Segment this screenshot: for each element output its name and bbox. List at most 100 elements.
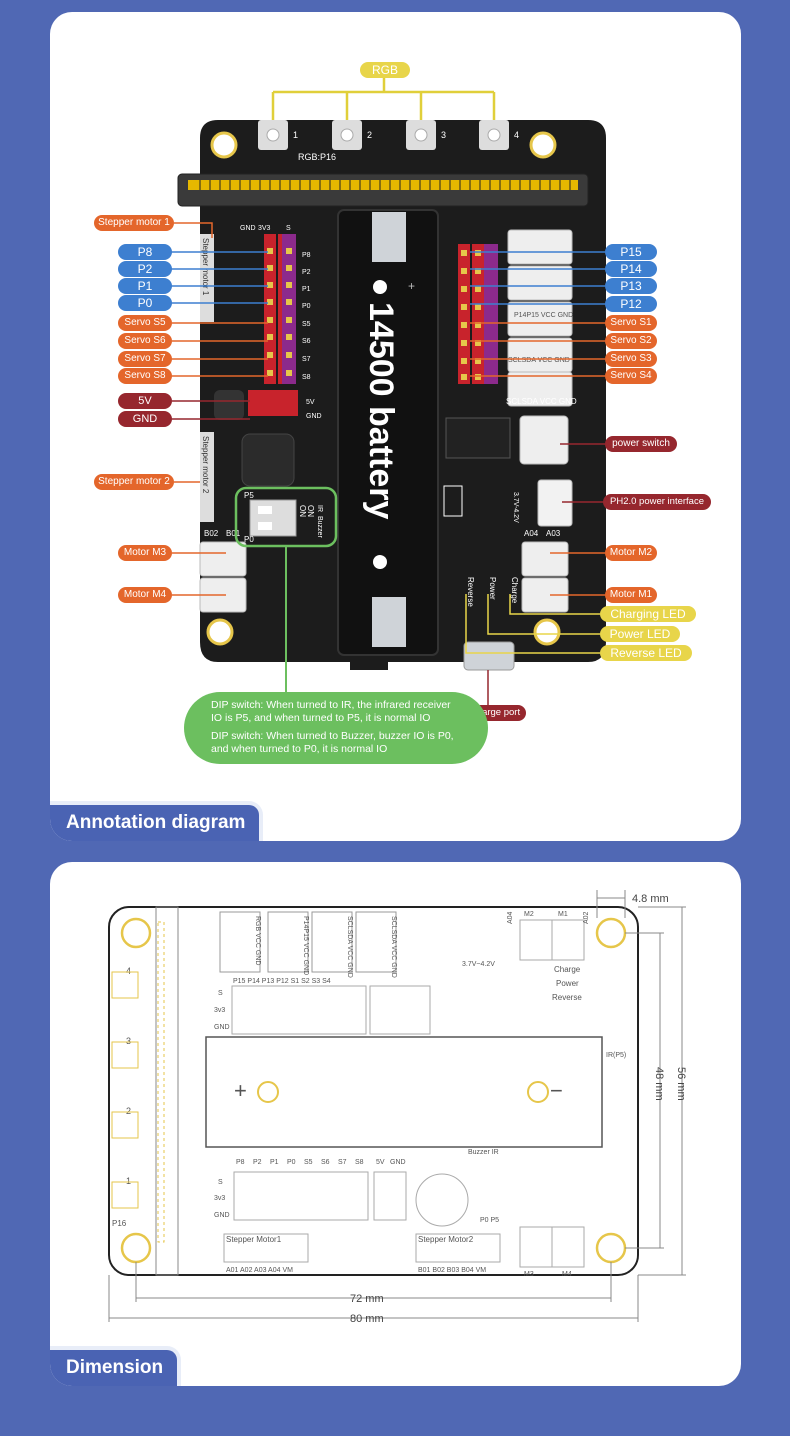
svg-text:P14P15 VCC GND: P14P15 VCC GND	[302, 916, 309, 975]
svg-text:P2: P2	[253, 1159, 262, 1166]
battery-text: 14500 battery	[362, 302, 400, 519]
label-servo-s5: Servo S5	[118, 315, 172, 331]
svg-text:Buzzer: Buzzer	[316, 516, 323, 538]
label-reverse-led: Reverse LED	[600, 645, 692, 661]
svg-text:SCLSDA VCC GND: SCLSDA VCC GND	[508, 357, 570, 364]
svg-text:SCLSDA VCC GND: SCLSDA VCC GND	[390, 916, 397, 978]
svg-text:Charge: Charge	[510, 577, 519, 604]
rgb-p16-silk: RGB:P16	[298, 152, 336, 162]
svg-text:Stepper Motor2: Stepper Motor2	[418, 1235, 474, 1244]
svg-text:P8: P8	[236, 1159, 245, 1166]
svg-text:Reverse: Reverse	[552, 993, 582, 1002]
label-servo-s3: Servo S3	[605, 351, 657, 367]
left-leader-lines	[156, 222, 268, 596]
label-p14: P14	[605, 261, 657, 277]
svg-text:P16: P16	[112, 1219, 127, 1228]
battery-holder	[337, 209, 439, 656]
svg-text:3.7V-4.2V: 3.7V-4.2V	[512, 492, 519, 523]
panel-title-annotation: Annotation diagram	[50, 801, 264, 841]
battery-icon-silk	[443, 485, 463, 517]
rgb-number-4: 4	[514, 130, 519, 140]
dim-4-8: 4.8 mm	[632, 893, 669, 905]
right-leader-lines	[465, 251, 605, 705]
svg-text:M1: M1	[558, 911, 568, 918]
dim-56: 56 mm	[675, 1067, 687, 1101]
svg-text:S6: S6	[321, 1159, 330, 1166]
svg-text:4: 4	[126, 966, 131, 976]
svg-text:P5: P5	[244, 491, 254, 500]
rgb-connector-lines	[271, 78, 496, 120]
right-header-pins	[461, 250, 481, 380]
dimension-led-pads	[111, 971, 139, 1209]
svg-text:S5: S5	[304, 1159, 313, 1166]
svg-text:ON: ON	[298, 505, 307, 517]
label-p8: P8	[118, 244, 172, 260]
grove-connectors-right	[507, 229, 573, 407]
label-servo-s4: Servo S4	[605, 368, 657, 384]
stepper1-silk: Stepper motor 1	[201, 238, 210, 296]
dip-note-1: DIP switch: When turned to IR, the infra…	[211, 699, 451, 724]
svg-text:GND: GND	[214, 1024, 230, 1031]
svg-text:IR(P5): IR(P5)	[606, 1052, 626, 1059]
dip-switch-part	[249, 499, 297, 537]
power-switch-part	[519, 415, 569, 465]
usb-port-part	[463, 641, 515, 671]
svg-text:B01 B02 B03 B04 VM: B01 B02 B03 B04 VM	[418, 1267, 486, 1274]
dip-note-2: DIP switch: When turned to Buzzer, buzze…	[211, 730, 454, 755]
left-header-gnd: GND	[240, 225, 256, 232]
left-header-3v3: 3V3	[258, 225, 271, 232]
svg-text:S8: S8	[355, 1159, 364, 1166]
svg-text:GND: GND	[390, 1159, 406, 1166]
mounting-holes	[206, 131, 561, 646]
svg-text:S8: S8	[302, 374, 311, 381]
right-header-purple	[484, 244, 498, 384]
svg-text:Power: Power	[556, 979, 579, 988]
svg-text:A03: A03	[546, 529, 561, 538]
dimension-m1	[551, 919, 585, 961]
svg-text:IR: IR	[316, 505, 323, 512]
label-p13: P13	[605, 278, 657, 294]
dimension-lines	[108, 890, 686, 1322]
svg-text:P0 P5: P0 P5	[480, 1217, 499, 1224]
svg-text:RGB VCC GND: RGB VCC GND	[254, 916, 261, 965]
motor-m2-part	[521, 541, 569, 577]
svg-text:GND: GND	[306, 413, 322, 420]
svg-text:S5: S5	[302, 321, 311, 328]
dim-72: 72 mm	[350, 1293, 384, 1305]
svg-text:A02: A02	[583, 911, 590, 924]
label-power-led: Power LED	[600, 626, 680, 642]
svg-text:5V: 5V	[306, 399, 315, 406]
svg-text:S: S	[218, 990, 223, 997]
dimension-panel: 4 3 2 1 P16 RGB VCC GND P14P15 VCC GND S…	[50, 862, 741, 1386]
motor-m3-part	[199, 541, 247, 577]
svg-text:Stepper Motor1: Stepper Motor1	[226, 1235, 282, 1244]
dimension-stepper2	[415, 1233, 501, 1263]
svg-text:P2: P2	[302, 269, 311, 276]
label-motor-m2: Motor M2	[605, 545, 657, 561]
label-power-switch: power switch	[605, 436, 677, 452]
svg-text:A01 A02 A03 A04 VM: A01 A02 A03 A04 VM	[226, 1267, 293, 1274]
ph20-part	[537, 479, 573, 527]
label-gnd: GND	[118, 411, 172, 427]
label-p12: P12	[605, 296, 657, 312]
stepper2-silk: Stepper motor 2	[201, 436, 210, 494]
svg-text:3v3: 3v3	[214, 1195, 225, 1202]
svg-text:A04: A04	[507, 911, 514, 924]
rgb-leds	[258, 120, 509, 150]
svg-text:SCLSDA VCC GND: SCLSDA VCC GND	[346, 916, 353, 978]
svg-text:P1: P1	[302, 286, 311, 293]
svg-text:S7: S7	[338, 1159, 347, 1166]
label-rgb: RGB	[360, 62, 410, 78]
svg-text:P15 P14 P13 P12 S1 S2 S3 S4: P15 P14 P13 P12 S1 S2 S3 S4	[233, 978, 331, 985]
dimension-bottom-pin-grid	[233, 1171, 407, 1221]
label-servo-s1: Servo S1	[605, 315, 657, 331]
svg-text:B02: B02	[204, 529, 219, 538]
label-servo-s8: Servo S8	[118, 368, 172, 384]
left-header-s: S	[286, 225, 291, 232]
svg-text:S: S	[218, 1179, 223, 1186]
svg-text:Power: Power	[488, 577, 497, 600]
label-5v: 5V	[118, 393, 172, 409]
dimension-edge-connector	[155, 906, 179, 1276]
svg-text:P8: P8	[302, 252, 311, 259]
label-motor-m3: Motor M3	[118, 545, 172, 561]
